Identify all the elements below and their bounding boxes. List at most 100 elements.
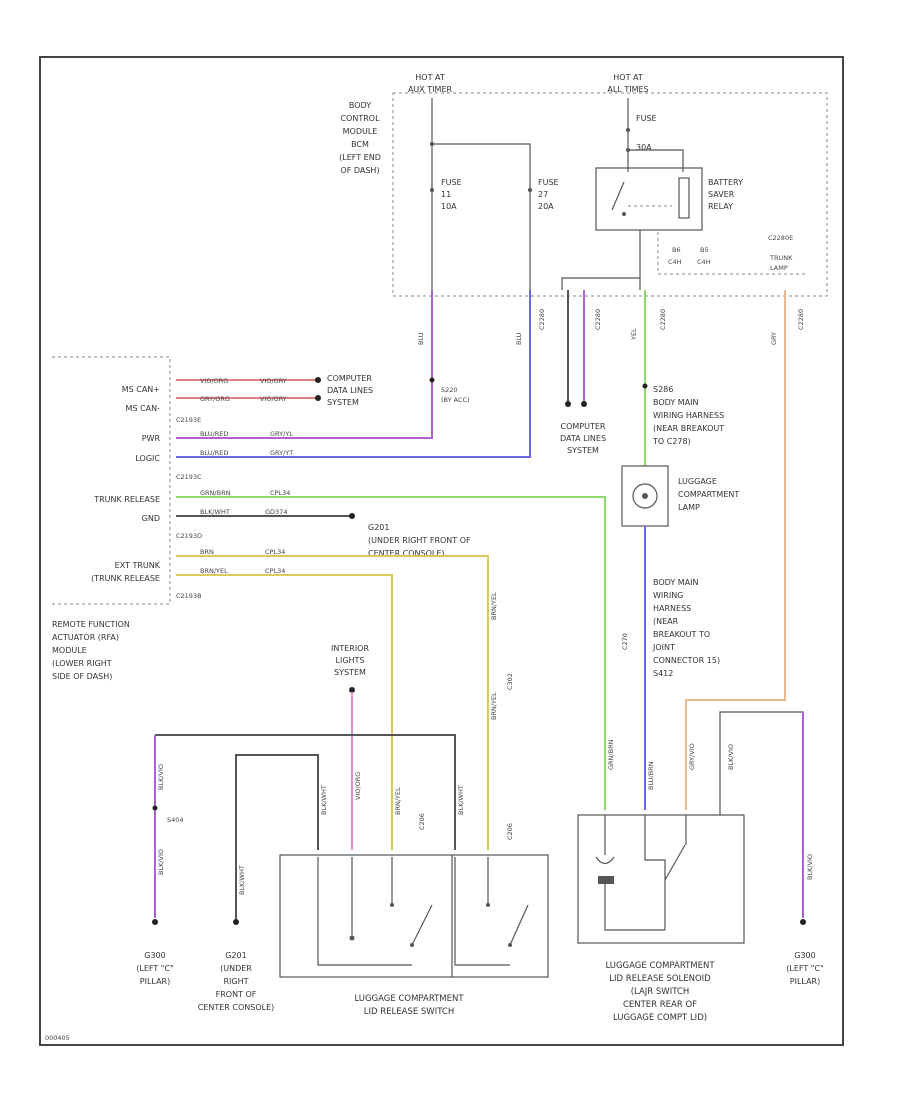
lid-release-solenoid: LUGGAGE COMPARTMENT LID RELEASE SOLENOID…	[577, 711, 806, 1023]
splice-s404: S404	[167, 816, 184, 824]
bmw-lower-4: BREAKOUT TO	[653, 630, 710, 639]
bcm-pin-c4h-b: C4H	[697, 258, 711, 266]
splice-s286-4: TO C278)	[652, 437, 691, 446]
fuse-11-label-0: FUSE	[441, 178, 462, 187]
battery-saver-relay-0: BATTERY	[708, 178, 743, 187]
fuse-11-label-1: 11	[441, 190, 451, 199]
luggage-compartment-lamp: LUGGAGE COMPARTMENT LAMP	[621, 465, 739, 810]
g201-bottom-2: RIGHT	[223, 977, 248, 986]
rfa-pin-gnd: GND	[142, 514, 160, 523]
g300-left-1: (LEFT "C"	[136, 964, 173, 973]
wire-tag-6: BLU/RED	[200, 449, 228, 457]
body-control-module: BODY CONTROL MODULE BCM (LEFT END OF DAS…	[339, 92, 828, 297]
rfa-label-1: ACTUATOR (RFA)	[52, 633, 119, 642]
rfa-pin-ms-can-minus: MS CAN-	[126, 404, 161, 413]
splice-s286-3: (NEAR BREAKOUT	[653, 424, 724, 433]
splice-s220-0: S220	[441, 386, 458, 394]
fuse-11-label-2: 10A	[441, 202, 457, 211]
vtag-2: C2280	[538, 309, 546, 330]
wire-tag-1: VIO/GRY	[260, 377, 287, 385]
body-main-wiring-lower: BODY MAIN WIRING HARNESS (NEAR BREAKOUT …	[652, 578, 720, 678]
g201-top-1: (UNDER RIGHT FRONT OF	[368, 536, 471, 545]
g300-right-1: (LEFT "C"	[786, 964, 823, 973]
rfa-conn-c2193d: C2193D	[176, 532, 202, 540]
luggage-lamp-0: LUGGAGE	[678, 477, 717, 486]
computer-data-lines-2-1: DATA LINES	[560, 434, 606, 443]
rfa-pin-logic: LOGIC	[135, 454, 160, 463]
bmw-lower-3: (NEAR	[653, 617, 679, 626]
bmw-lower-7: S412	[653, 669, 673, 678]
wire-tag-10: BLK/WHT	[200, 508, 230, 516]
solenoid-label-4: LUGGAGE COMPT LID)	[613, 1013, 707, 1023]
splice-s286-1: BODY MAIN	[653, 398, 699, 407]
bmw-lower-2: HARNESS	[653, 604, 691, 613]
g201-bottom-4: CENTER CONSOLE)	[198, 1003, 275, 1012]
wire-tag-0: VIO/ORG	[200, 377, 228, 385]
rfa-pin-ext-trunk: EXT TRUNK	[115, 561, 161, 570]
hot-at-all-label-1: ALL TIMES	[607, 85, 648, 94]
interior-lights-2: SYSTEM	[334, 668, 366, 677]
interior-lights-1: LIGHTS	[336, 656, 365, 665]
rfa-pin-trunk-release: TRUNK RELEASE	[93, 495, 160, 504]
bcm-pin-b6: B6	[672, 246, 681, 254]
bcm-label-4: (LEFT END	[339, 153, 381, 162]
solenoid-label-1: LID RELEASE SOLENOID	[609, 974, 711, 984]
ltag-16: C302	[506, 673, 514, 690]
g201-bottom-0: G201	[225, 951, 246, 960]
vtag-7: C2280	[797, 309, 805, 330]
fuse-27-label-1: 27	[538, 190, 548, 199]
bcm-label-0: BODY	[349, 101, 371, 110]
luggage-lamp-1: COMPARTMENT	[678, 490, 739, 499]
wire-tag-5: GRY/YL	[270, 430, 293, 438]
switch-label-0: LUGGAGE COMPARTMENT	[354, 994, 464, 1004]
fuse-top-amps: 30A	[636, 143, 652, 152]
wire-tag-9: CPL34	[270, 489, 290, 497]
ground-labels: G300 (LEFT "C" PILLAR) G201 (UNDER RIGHT…	[136, 951, 823, 1012]
vtag-1: BLU	[515, 332, 523, 345]
left-ground-wiring: S404	[152, 734, 456, 925]
bcm-side-lamp: LAMP	[770, 264, 788, 272]
ltag-15: BRN/YEL	[490, 592, 498, 620]
lower-wire-tags: BLK/VIO BLK/VIO BLK/WHT BLK/WHT BLK/WHT …	[157, 592, 814, 895]
g300-left-2: PILLAR)	[140, 977, 170, 986]
splice-s286-2: WIRING HARNESS	[653, 411, 724, 420]
hot-at-all-label-0: HOT AT	[613, 73, 643, 82]
bcm-label-1: CONTROL	[340, 114, 380, 123]
fuse-27-label-0: FUSE	[538, 178, 559, 187]
bcm-side-c2280e: C2280E	[768, 234, 793, 242]
rfa-label-0: REMOTE FUNCTION	[52, 620, 130, 629]
hot-at-aux-label-1: AUX TIMER	[408, 85, 453, 94]
ltag-13: BLK/VIO	[727, 744, 735, 770]
computer-data-lines-1-1: DATA LINES	[327, 386, 373, 395]
bmw-lower-1: WIRING	[653, 591, 683, 600]
rfa-label-3: (LOWER RIGHT	[52, 659, 112, 668]
bcm-side-trunk: TRUNK	[769, 254, 793, 262]
ltag-12: GRY/VIO	[688, 743, 696, 770]
ltag-5: VIO/ORG	[354, 772, 362, 800]
rfa-conn-c2193b: C2193B	[176, 592, 202, 600]
wire-tag-15: CPL34	[265, 567, 285, 575]
wire-tag-7: GRY/YT	[270, 449, 293, 457]
bcm-pin-b5: B5	[700, 246, 709, 254]
ltag-10: C270	[621, 633, 629, 650]
wire-tag-3: VIO/GRY	[260, 395, 287, 403]
wire-tag-14: BRN/YEL	[200, 567, 228, 575]
rfa-conn-c2193e: C2193E	[176, 416, 201, 424]
ltag-14: BLK/VIO	[806, 854, 814, 880]
solenoid-label-3: CENTER REAR OF	[623, 1000, 697, 1010]
hot-at-aux-label-0: HOT AT	[415, 73, 445, 82]
ltag-6: BRN/YEL	[394, 787, 402, 815]
wire-tag-12: BRN	[200, 548, 214, 556]
splice-s220-1: (BY ACC)	[441, 396, 470, 404]
vtag-6: GRY	[770, 332, 778, 345]
computer-data-lines-2-0: COMPUTER	[561, 422, 606, 431]
interior-lights-0: INTERIOR	[331, 644, 370, 653]
solenoid-label-0: LUGGAGE COMPARTMENT	[605, 961, 715, 971]
bcm-label-2: MODULE	[343, 127, 378, 136]
bcm-internal-wiring: FUSE 11 10A FUSE 27 20A FUSE 30A BATTERY…	[430, 98, 808, 290]
luggage-lamp-2: LAMP	[678, 503, 700, 512]
ltag-3: BLK/WHT	[320, 785, 328, 815]
g300-right-2: PILLAR)	[790, 977, 820, 986]
computer-data-lines-1-2: SYSTEM	[327, 398, 359, 407]
g201-bottom-1: (UNDER	[220, 964, 252, 973]
